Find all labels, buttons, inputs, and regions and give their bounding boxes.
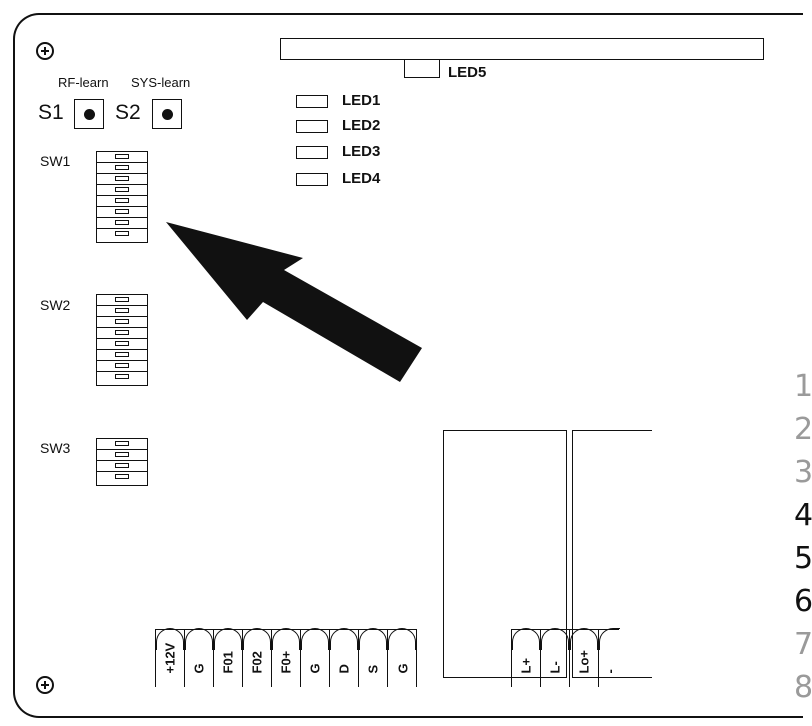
side-number-4: 4 (794, 498, 812, 533)
terminal-left-7-label: D (336, 664, 352, 674)
sw3-label: SW3 (40, 440, 71, 456)
terminal-right-2-label: L- (547, 661, 563, 674)
side-number-2: 2 (794, 412, 812, 447)
led1-indicator (296, 95, 328, 108)
terminal-right-1[interactable]: L+ (512, 628, 541, 687)
s1-label: S1 (38, 101, 64, 124)
terminal-left-5[interactable]: F0+ (272, 628, 301, 687)
terminal-left-7[interactable]: D (330, 628, 359, 687)
s1-button[interactable] (74, 99, 104, 129)
s1-caption: RF-learn (58, 75, 109, 90)
side-number-6: 6 (794, 584, 812, 619)
led2-indicator (296, 120, 328, 133)
terminal-left-6-label: G (307, 663, 323, 674)
terminal-left-2[interactable]: G (185, 628, 214, 687)
s1-button-dot-icon (84, 109, 95, 120)
sw1-dip-switch[interactable] (96, 151, 148, 243)
led5-label: LED5 (448, 64, 487, 81)
sw2-label: SW2 (40, 297, 71, 313)
sw2-dip-switch[interactable] (96, 294, 148, 386)
terminal-right-4-label: - (602, 669, 617, 674)
sw1-label: SW1 (40, 153, 71, 169)
side-number-7: 7 (794, 627, 812, 662)
s2-caption: SYS-learn (131, 75, 191, 90)
terminal-block-left: +12V G F01 F02 F0+ G D S G (155, 628, 417, 687)
terminal-right-2[interactable]: L- (541, 628, 570, 687)
side-number-5: 5 (794, 541, 812, 576)
terminal-right-3[interactable]: Lo+ (570, 628, 599, 687)
side-number-3: 3 (794, 455, 812, 490)
terminal-right-4[interactable]: - (599, 628, 620, 687)
terminal-left-4[interactable]: F02 (243, 628, 272, 687)
terminal-left-8[interactable]: S (359, 628, 388, 687)
terminal-right-3-label: Lo+ (576, 650, 592, 674)
terminal-right-1-label: L+ (518, 657, 534, 674)
relay-1 (443, 430, 567, 678)
led1-label: LED1 (342, 92, 381, 109)
led5-indicator (404, 60, 440, 78)
terminal-left-8-label: S (365, 664, 381, 674)
terminal-left-1[interactable]: +12V (156, 628, 185, 687)
led4-indicator (296, 173, 328, 186)
led2-label: LED2 (342, 117, 381, 134)
terminal-left-4-label: F02 (249, 651, 265, 674)
sw3-dip-switch[interactable] (96, 438, 148, 486)
relay-2-top-edge (572, 430, 642, 431)
screw-top-left-icon (36, 42, 54, 60)
s2-button[interactable] (152, 99, 182, 129)
s2-label: S2 (115, 101, 141, 124)
terminal-left-2-label: G (191, 663, 207, 674)
top-connector-strip (280, 38, 764, 60)
screw-bottom-left-icon (36, 676, 54, 694)
terminal-left-9[interactable]: G (388, 628, 417, 687)
terminal-left-3-label: F01 (220, 651, 236, 674)
s2-button-dot-icon (162, 109, 173, 120)
terminal-left-6[interactable]: G (301, 628, 330, 687)
terminal-left-5-label: F0+ (278, 650, 294, 674)
terminal-left-9-label: G (395, 663, 410, 674)
side-number-8: 8 (794, 670, 812, 705)
led3-indicator (296, 146, 328, 159)
control-board (13, 13, 803, 718)
terminal-left-1-label: +12V (162, 642, 178, 674)
terminal-left-3[interactable]: F01 (214, 628, 243, 687)
side-number-1: 1 (794, 369, 812, 404)
led3-label: LED3 (342, 143, 381, 160)
terminal-block-right: L+ L- Lo+ - (511, 628, 620, 687)
led4-label: LED4 (342, 170, 381, 187)
